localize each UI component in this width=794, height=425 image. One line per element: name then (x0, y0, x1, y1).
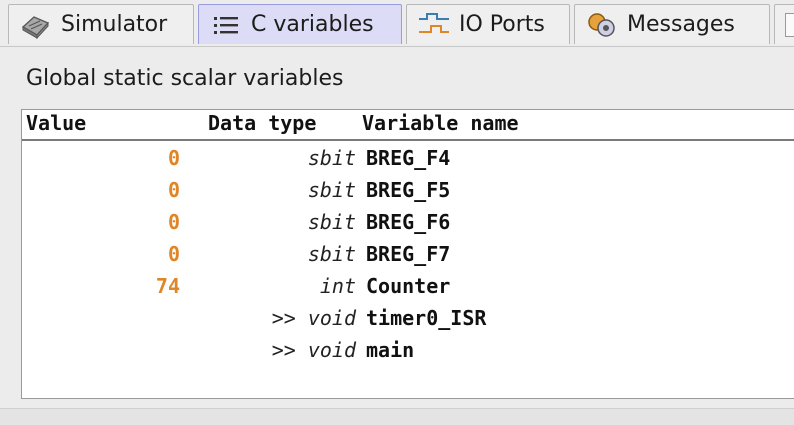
data-type-label: sbit (307, 242, 356, 266)
table-row[interactable]: 0 sbit BREG_F5 (22, 174, 794, 206)
list-icon (209, 10, 243, 40)
data-type-label: sbit (307, 146, 356, 170)
function-marker: >> (271, 306, 308, 330)
variable-name-cell: BREG_F5 (366, 178, 451, 202)
column-header-value[interactable]: Value (26, 111, 87, 135)
variable-name-cell: BREG_F4 (366, 146, 451, 170)
variable-name-cell: BREG_F7 (366, 242, 451, 266)
variable-name-cell: timer0_ISR (366, 306, 487, 330)
tab-overflow[interactable] (774, 4, 794, 44)
column-header-data-type[interactable]: Data type (208, 111, 317, 135)
variable-name-cell: main (366, 338, 415, 362)
data-type-cell: sbit (308, 242, 356, 266)
value-cell: 0 (167, 242, 180, 266)
table-row[interactable]: 0 sbit BREG_F6 (22, 206, 794, 238)
table-body: 0 sbit BREG_F4 0 sbit BREG_F5 0 sbit BRE… (22, 142, 794, 366)
tab-bar: Simulator C variables IO Ports (0, 0, 794, 48)
simulator-icon (19, 10, 53, 40)
data-type-label: sbit (307, 210, 356, 234)
tab-label: C variables (251, 12, 374, 37)
table-row[interactable]: 0 sbit BREG_F7 (22, 238, 794, 270)
data-type-label: void (307, 338, 356, 362)
data-type-cell: sbit (308, 210, 356, 234)
data-type-cell: >> void (272, 338, 356, 362)
table-row[interactable]: 0 sbit BREG_F4 (22, 142, 794, 174)
tab-divider (0, 46, 794, 47)
value-cell: 74 (155, 274, 180, 298)
variable-name-cell: BREG_F6 (366, 210, 451, 234)
table-header: Value Data type Variable name (22, 110, 794, 141)
table-row[interactable]: 74 int Counter (22, 270, 794, 302)
data-type-cell: sbit (308, 146, 356, 170)
function-marker: >> (271, 338, 308, 362)
column-header-variable-name[interactable]: Variable name (362, 111, 519, 135)
tab-simulator[interactable]: Simulator (8, 4, 194, 44)
tab-messages[interactable]: Messages (574, 4, 770, 44)
messages-icon (585, 10, 619, 40)
data-type-cell: int (320, 274, 356, 298)
tab-io-ports[interactable]: IO Ports (406, 4, 570, 44)
bottom-strip (0, 408, 794, 425)
variables-table[interactable]: Value Data type Variable name 0 sbit BRE… (21, 109, 794, 399)
io-ports-icon (417, 10, 451, 40)
tab-label: Simulator (61, 12, 168, 37)
tab-label: IO Ports (459, 12, 545, 37)
tab-c-variables[interactable]: C variables (198, 4, 402, 44)
data-type-label: sbit (307, 178, 356, 202)
table-row[interactable]: >> void main (22, 334, 794, 366)
data-type-label: void (307, 306, 356, 330)
section-title: Global static scalar variables (26, 66, 344, 91)
data-type-cell: >> void (272, 306, 356, 330)
value-cell: 0 (167, 146, 180, 170)
value-cell: 0 (167, 178, 180, 202)
data-type-cell: sbit (308, 178, 356, 202)
tab-label: Messages (627, 12, 735, 37)
variable-name-cell: Counter (366, 274, 451, 298)
data-type-label: int (319, 274, 356, 298)
table-row[interactable]: >> void timer0_ISR (22, 302, 794, 334)
value-cell: 0 (167, 210, 180, 234)
tab-overflow-icon (785, 12, 794, 37)
